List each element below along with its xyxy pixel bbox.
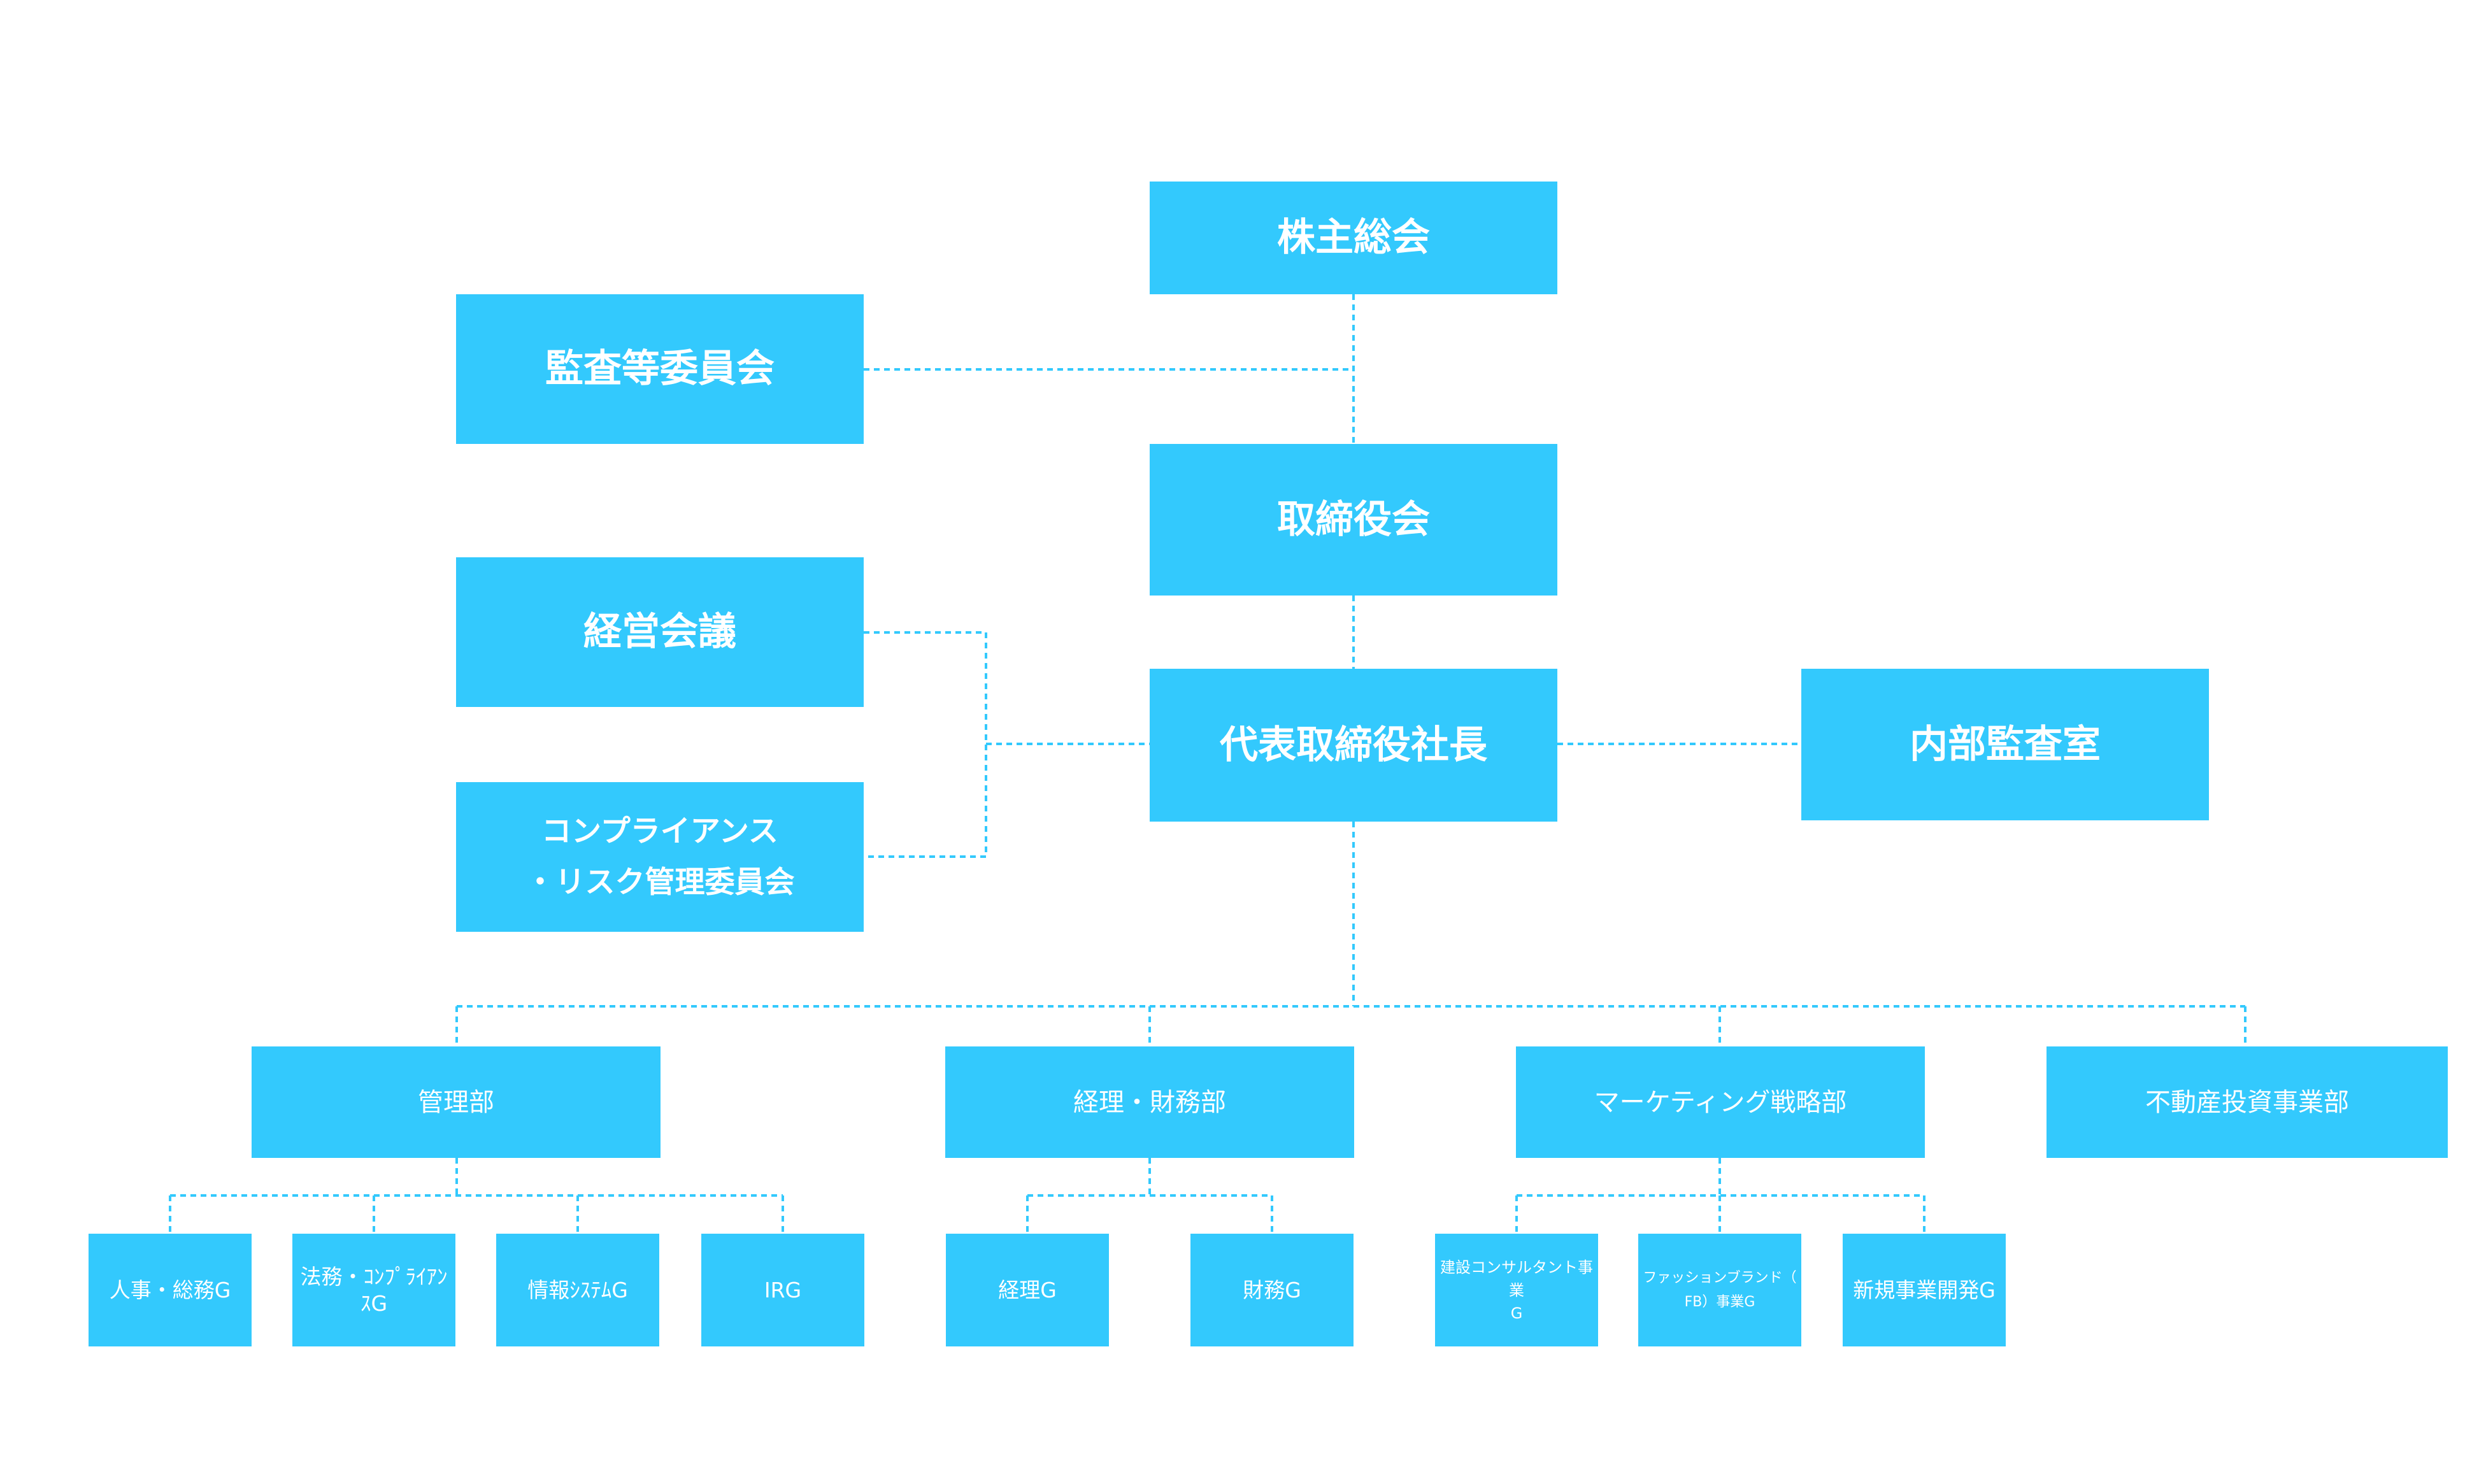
it-systems-group-box: 情報ｼｽﾃﾑG — [496, 1234, 659, 1346]
new-business-group-box: 新規事業開発G — [1843, 1234, 2006, 1346]
fashion-brand-group-box: ファッションブランド（ FB）事業G — [1638, 1234, 1801, 1346]
shareholders-meeting-box: 株主総会 — [1150, 182, 1557, 294]
construction-consulting-group-box: 建設コンサルタント事業 G — [1435, 1234, 1598, 1346]
audit-committee-box: 監査等委員会 — [456, 294, 864, 444]
admin-dept-box: 管理部 — [252, 1046, 661, 1158]
line-management-meeting — [864, 631, 987, 858]
line-finance-groups — [1026, 1158, 1273, 1234]
hr-group-box: 人事・総務G — [89, 1234, 252, 1346]
internal-audit-box: 内部監査室 — [1801, 669, 2209, 820]
line-admin-groups — [169, 1158, 784, 1234]
ir-group-box: IRG — [701, 1234, 864, 1346]
compliance-committee-box: コンプライアンス ・リスク管理委員会 — [456, 782, 864, 932]
board-of-directors-box: 取締役会 — [1150, 444, 1557, 596]
legal-compliance-group-box: 法務・ｺﾝﾌﾟﾗｲｱﾝ ｽG — [292, 1234, 455, 1346]
accounting-group-box: 経理G — [946, 1234, 1109, 1346]
line-marketing-groups — [1515, 1158, 1925, 1234]
finance-dept-box: 経理・財務部 — [945, 1046, 1354, 1158]
marketing-dept-box: マーケティング戦略部 — [1516, 1046, 1925, 1158]
management-meeting-box: 経営会議 — [456, 557, 864, 707]
president-box: 代表取締役社長 — [1150, 669, 1557, 822]
treasury-group-box: 財務G — [1190, 1234, 1354, 1346]
real-estate-dept-box: 不動産投資事業部 — [2047, 1046, 2448, 1158]
